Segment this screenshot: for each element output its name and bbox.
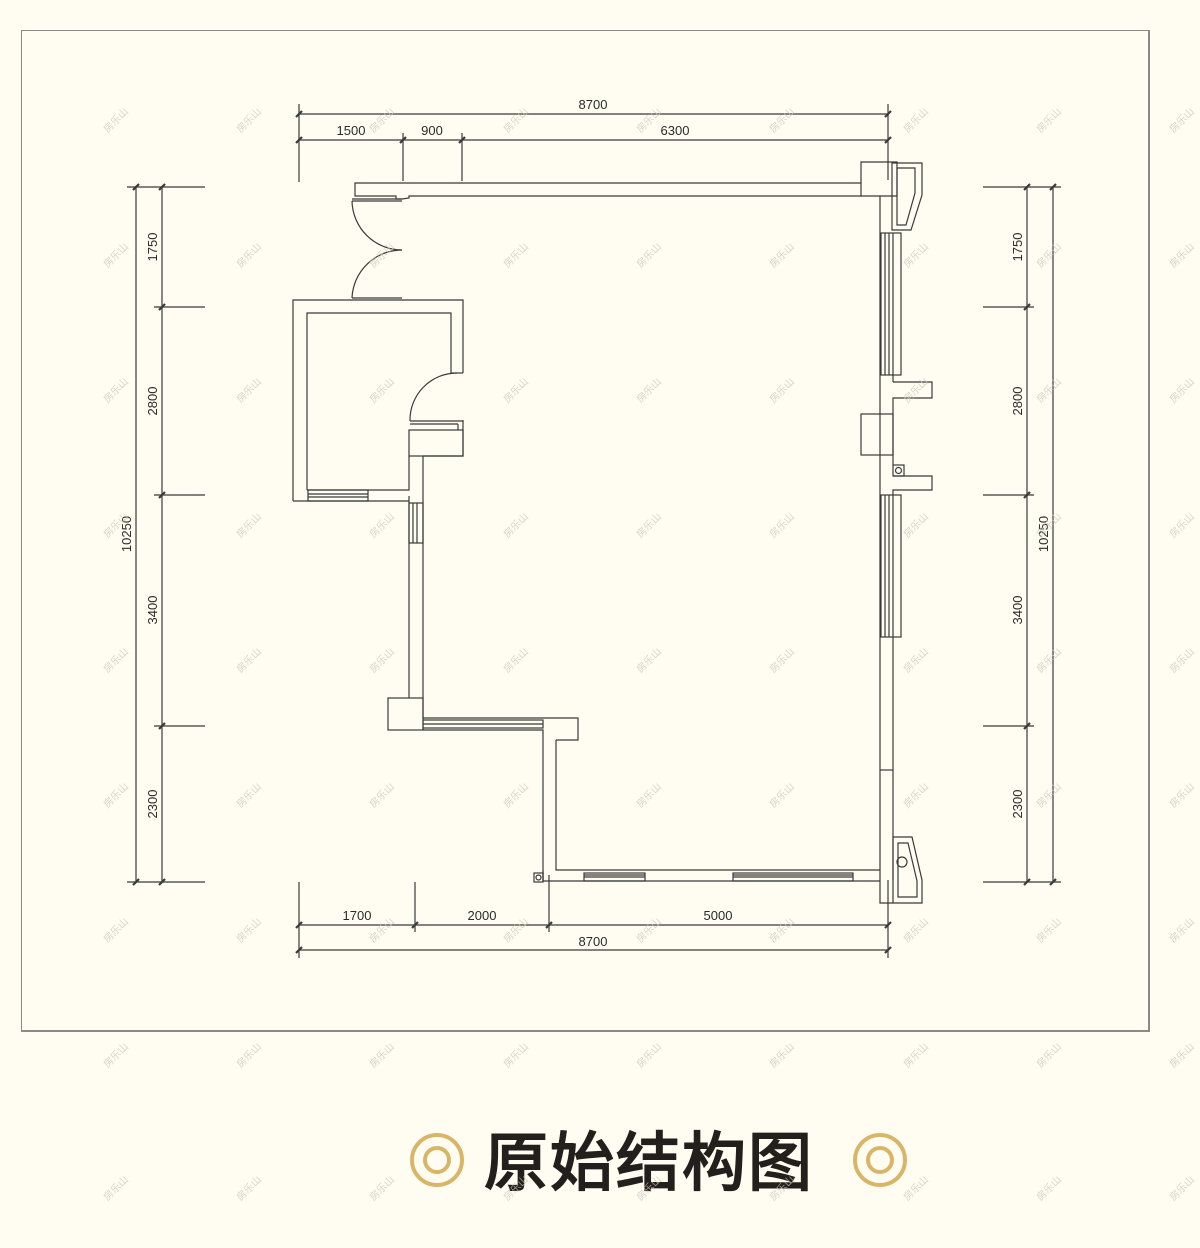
- title-bar: 原始结构图: [0, 1120, 1200, 1210]
- left-dimension-lines: [127, 183, 205, 886]
- dim-top-seg-3: 6300: [661, 123, 690, 138]
- dim-left-total: 10250: [119, 516, 134, 552]
- dim-bottom-seg-1: 1700: [343, 908, 372, 923]
- bottom-dimension-lines: [295, 875, 892, 958]
- dim-bottom-seg-3: 5000: [704, 908, 733, 923]
- dim-left-seg-1: 1750: [145, 233, 160, 262]
- dim-bottom-total: 8700: [579, 934, 608, 949]
- drawing-frame: [21, 30, 1150, 1032]
- dim-left-seg-4: 2300: [145, 790, 160, 819]
- top-dimension-lines: [295, 104, 892, 182]
- dim-right-total: 10250: [1036, 516, 1051, 552]
- dim-top-seg-2: 900: [421, 123, 443, 138]
- left-ring-ornament-icon: [410, 1133, 464, 1187]
- dim-right-seg-2: 2800: [1010, 387, 1025, 416]
- right-ring-ornament-icon: [853, 1133, 907, 1187]
- dim-left-seg-3: 3400: [145, 596, 160, 625]
- dim-bottom-seg-2: 2000: [468, 908, 497, 923]
- dim-right-seg-3: 3400: [1010, 596, 1025, 625]
- dim-right-seg-1: 1750: [1010, 233, 1025, 262]
- dim-top-total: 8700: [579, 97, 608, 112]
- right-dimension-lines: [983, 183, 1061, 886]
- door-swings: [351, 200, 463, 422]
- page-title: 原始结构图: [484, 1126, 814, 1201]
- dim-left-seg-2: 2800: [145, 387, 160, 416]
- dim-right-seg-4: 2300: [1010, 790, 1025, 819]
- dim-top-seg-1: 1500: [337, 123, 366, 138]
- walls: [292, 161, 933, 904]
